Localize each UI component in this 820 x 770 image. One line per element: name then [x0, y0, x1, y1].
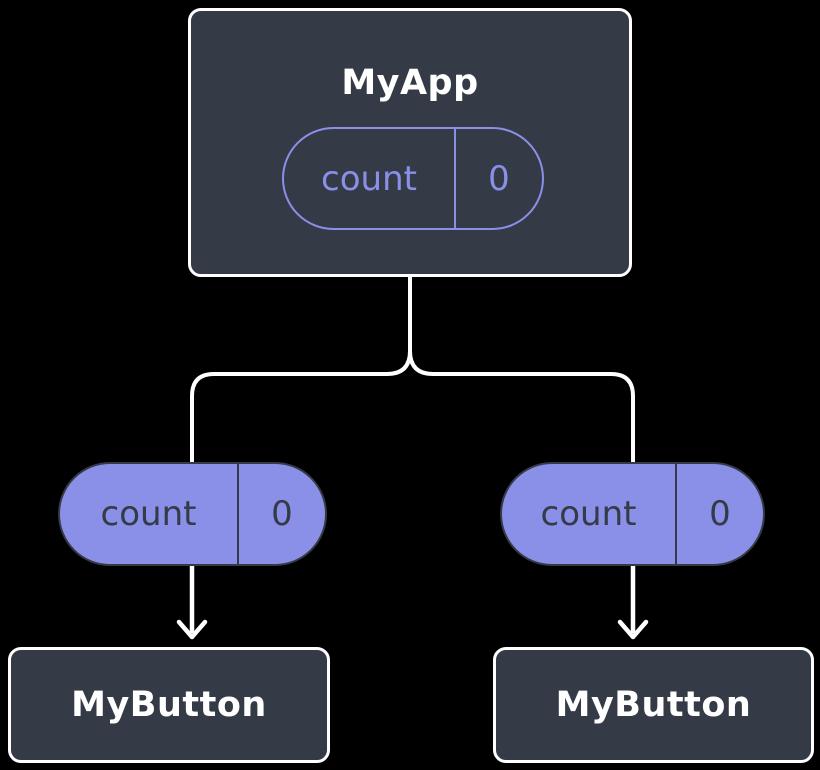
node-mybutton-left: MyButton: [8, 647, 330, 763]
down-arrowhead-right-icon: [617, 619, 649, 640]
state-pill-root: count 0: [282, 127, 544, 230]
node-mybutton-right-title: MyButton: [555, 685, 752, 725]
state-name-root: count: [321, 158, 417, 199]
state-value-left: 0: [237, 464, 325, 564]
state-name-right: count: [540, 494, 637, 534]
fork-connector-left: [190, 272, 412, 466]
node-mybutton-right: MyButton: [493, 647, 814, 763]
fork-connector-right: [408, 350, 635, 466]
state-name-left: count: [100, 494, 197, 534]
state-pill-left: count 0: [58, 462, 327, 566]
state-pill-right: count 0: [500, 462, 765, 566]
state-value-right: 0: [675, 464, 763, 564]
node-mybutton-left-title: MyButton: [71, 685, 267, 725]
node-myapp-title: MyApp: [341, 63, 479, 103]
down-arrowhead-left-icon: [176, 619, 208, 640]
node-myapp: MyApp count 0: [188, 8, 632, 277]
state-value-root: 0: [454, 129, 542, 228]
